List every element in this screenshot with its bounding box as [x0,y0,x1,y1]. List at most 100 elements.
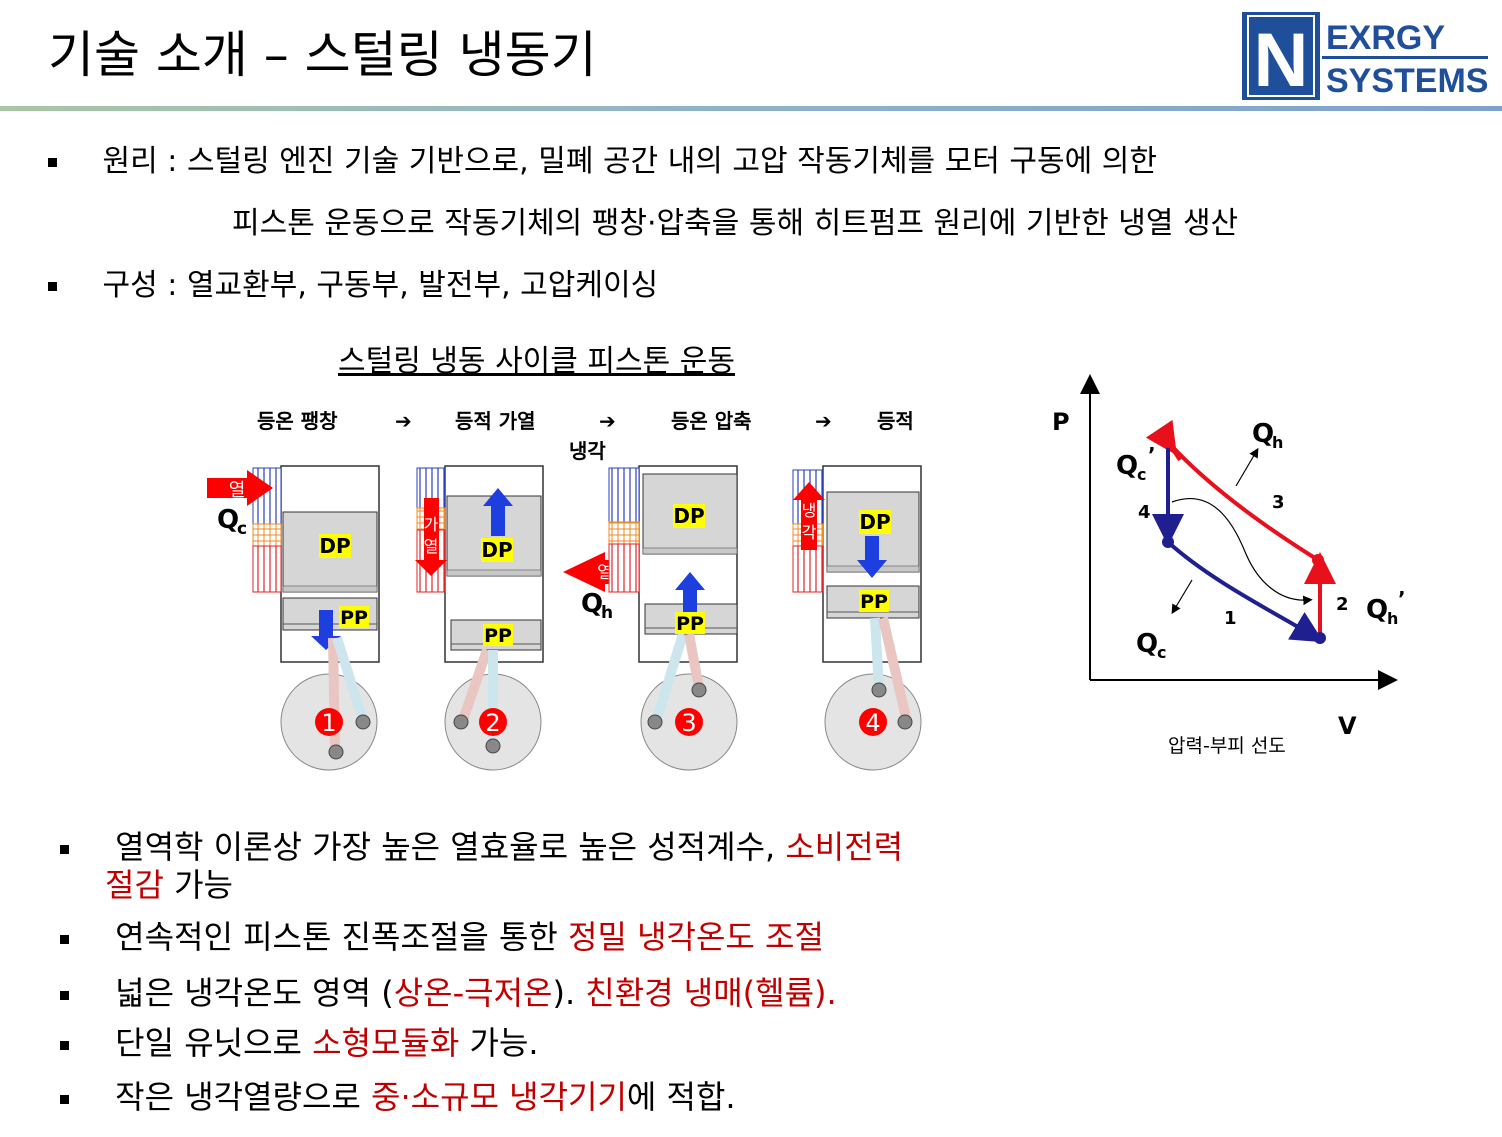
qc-prime-sub: c [1137,465,1146,484]
feature-text: 열역학 이론상 가장 높은 열효율로 높은 성적계수, [115,828,786,866]
feature-text: 작은 냉각열량으로 [115,1078,372,1116]
feature-highlight: 상온-극저온 [393,974,553,1012]
feature-text: 넓은 냉각온도 영역 ( [115,974,394,1012]
feature-text: 단일 유닛으로 [115,1024,313,1062]
pp-label: PP [860,591,888,613]
feature-item: 넓은 냉각온도 영역 (상온-극저온). 친환경 냉매(헬륨). [60,974,837,1012]
pp-label: PP [676,613,704,635]
v-label: V [1338,712,1357,740]
regenerator-curve [1171,498,1313,606]
company-logo: N EXRGY SYSTEMS [1242,12,1488,100]
cooling-label-2: 각 [802,523,817,542]
point-4: 4 [1138,502,1151,523]
feature-item: 작은 냉각열량으로 중·소규모 냉각기기에 적합. [60,1078,736,1116]
feature-text: 가능. [459,1024,539,1062]
feature-highlight: 소비전력 [785,828,904,866]
feature-text: 가능 [163,866,233,904]
step-arrow: ➔ [599,409,616,433]
feature-item: 연속적인 피스톤 진폭조절을 통한 정밀 냉각온도 조절 [60,918,824,956]
pp-label: PP [484,625,512,647]
dp-label: DP [481,538,512,562]
point-2: 2 [1336,594,1349,615]
cooling-label-1: 냉 [802,501,817,520]
bullet-label: 구성 : [102,268,178,303]
pp-label: PP [340,607,368,629]
qc-prime-label: Q [1116,451,1138,481]
stage-number: 1 [321,709,336,737]
state-point [1314,632,1326,644]
state-point [1162,536,1174,548]
curve-1 [1166,540,1324,643]
stage-number: 4 [865,709,880,737]
bullet-text: 스털링 엔진 기술 기반으로, 밀폐 공간 내의 고압 작동기체를 모터 구동에… [186,144,1157,179]
state-point [1162,436,1174,448]
stage-1: DP PP 열 Q c 1 [207,465,380,771]
qc-sub: c [237,519,247,539]
feature-highlight: 정밀 냉각온도 조절 [568,918,824,956]
feature-highlight: 중·소규모 냉각기기 [371,1078,627,1116]
heat-label: 열 [229,480,246,501]
feature-item: 열역학 이론상 가장 높은 열효율로 높은 성적계수, 소비전력 [60,828,903,866]
logo-letter: N [1254,18,1309,100]
bullet-marker [60,1040,69,1050]
pv-caption: 압력-부피 선도 [1168,735,1286,757]
feature-highlight: 소형모듈화 [312,1024,460,1062]
qc-prime-mark: ’ [1148,443,1156,467]
feature-text: ). [552,974,586,1012]
step-label-4: 등적 [877,409,914,433]
pv-diagram: P V Q h Q c ’ Q c Q h ’ 1 2 3 4 [1052,374,1406,740]
bullet-principle: 원리 : 스털링 엔진 기술 기반으로, 밀폐 공간 내의 고압 작동기체를 모… [48,142,1157,182]
stage-4: DP PP 냉 각 4 [792,465,922,771]
page-title: 기술 소개 – 스털링 냉동기 [48,26,597,84]
stage-number: 2 [485,709,500,737]
bullet-marker [48,158,57,167]
stage-3: DP PP 3 [608,465,738,771]
qc-sub: c [1157,643,1166,662]
qh-sub: h [1272,433,1283,452]
dp-label: DP [673,504,704,528]
step-arrow: ➔ [395,409,412,433]
qc-label: Q [217,505,239,535]
step-label-2: 등적 가열 [455,409,536,433]
logo-line1: EXRGY [1326,19,1445,57]
stage-number: 3 [681,709,696,737]
step-arrow: ➔ [815,409,832,433]
qc-label: Q [1136,629,1158,659]
p-label: P [1052,408,1070,436]
feature-text: 연속적인 피스톤 진폭조절을 통한 [115,918,569,956]
logo-line2: SYSTEMS [1326,62,1488,100]
bullet-marker [60,990,69,1000]
point-3: 3 [1272,492,1285,513]
qh-prime-mark: ’ [1398,587,1406,611]
bullet-composition: 구성 : 열교환부, 구동부, 발전부, 고압케이싱 [48,266,658,306]
bullet-label: 원리 : [102,144,178,179]
qh-label: Q [1252,419,1274,449]
step-label-3: 등온 압축 [671,409,752,433]
feature-highlight: 친환경 냉매(헬륨). [585,974,837,1012]
point-1: 1 [1224,608,1237,629]
qh-prime-sub: h [1387,609,1398,628]
step-label-1: 등온 팽창 [257,409,338,433]
bullet-marker [60,844,69,854]
heating-label-2: 열 [424,537,439,556]
qh-prime-label: Q [1366,595,1388,625]
feature-highlight: 절감 [105,866,164,904]
feature-item: 단일 유닛으로 소형모듈화 가능. [60,1024,539,1062]
feature-item-cont: 절감 가능 [105,866,233,904]
heating-label-1: 가 [424,515,439,534]
bullet-marker [60,1094,69,1104]
curve-3 [1166,440,1320,562]
qh-label: Q [581,589,603,619]
state-point [1312,554,1324,566]
dp-label: DP [859,510,890,534]
dp-label: DP [319,534,350,558]
stage-2: DP PP 가 열 2 [415,465,544,771]
bullet-marker [60,934,69,944]
piston-cycle-diagram: 등온 팽창 ➔ 등적 가열 ➔ 등온 압축 ➔ 등적 냉각 DP PP 열 Q … [207,409,922,771]
bullet-principle-cont: 피스톤 운동으로 작동기체의 팽창·압축을 통해 히트펌프 원리에 기반한 냉열… [232,206,1239,241]
feature-text: 에 적합. [626,1078,736,1116]
diagram-title: 스털링 냉동 사이클 피스톤 운동 [338,344,735,379]
bullet-marker [48,282,57,291]
qh-sub: h [601,603,613,623]
step-label-4-suffix: 냉각 [569,439,606,463]
